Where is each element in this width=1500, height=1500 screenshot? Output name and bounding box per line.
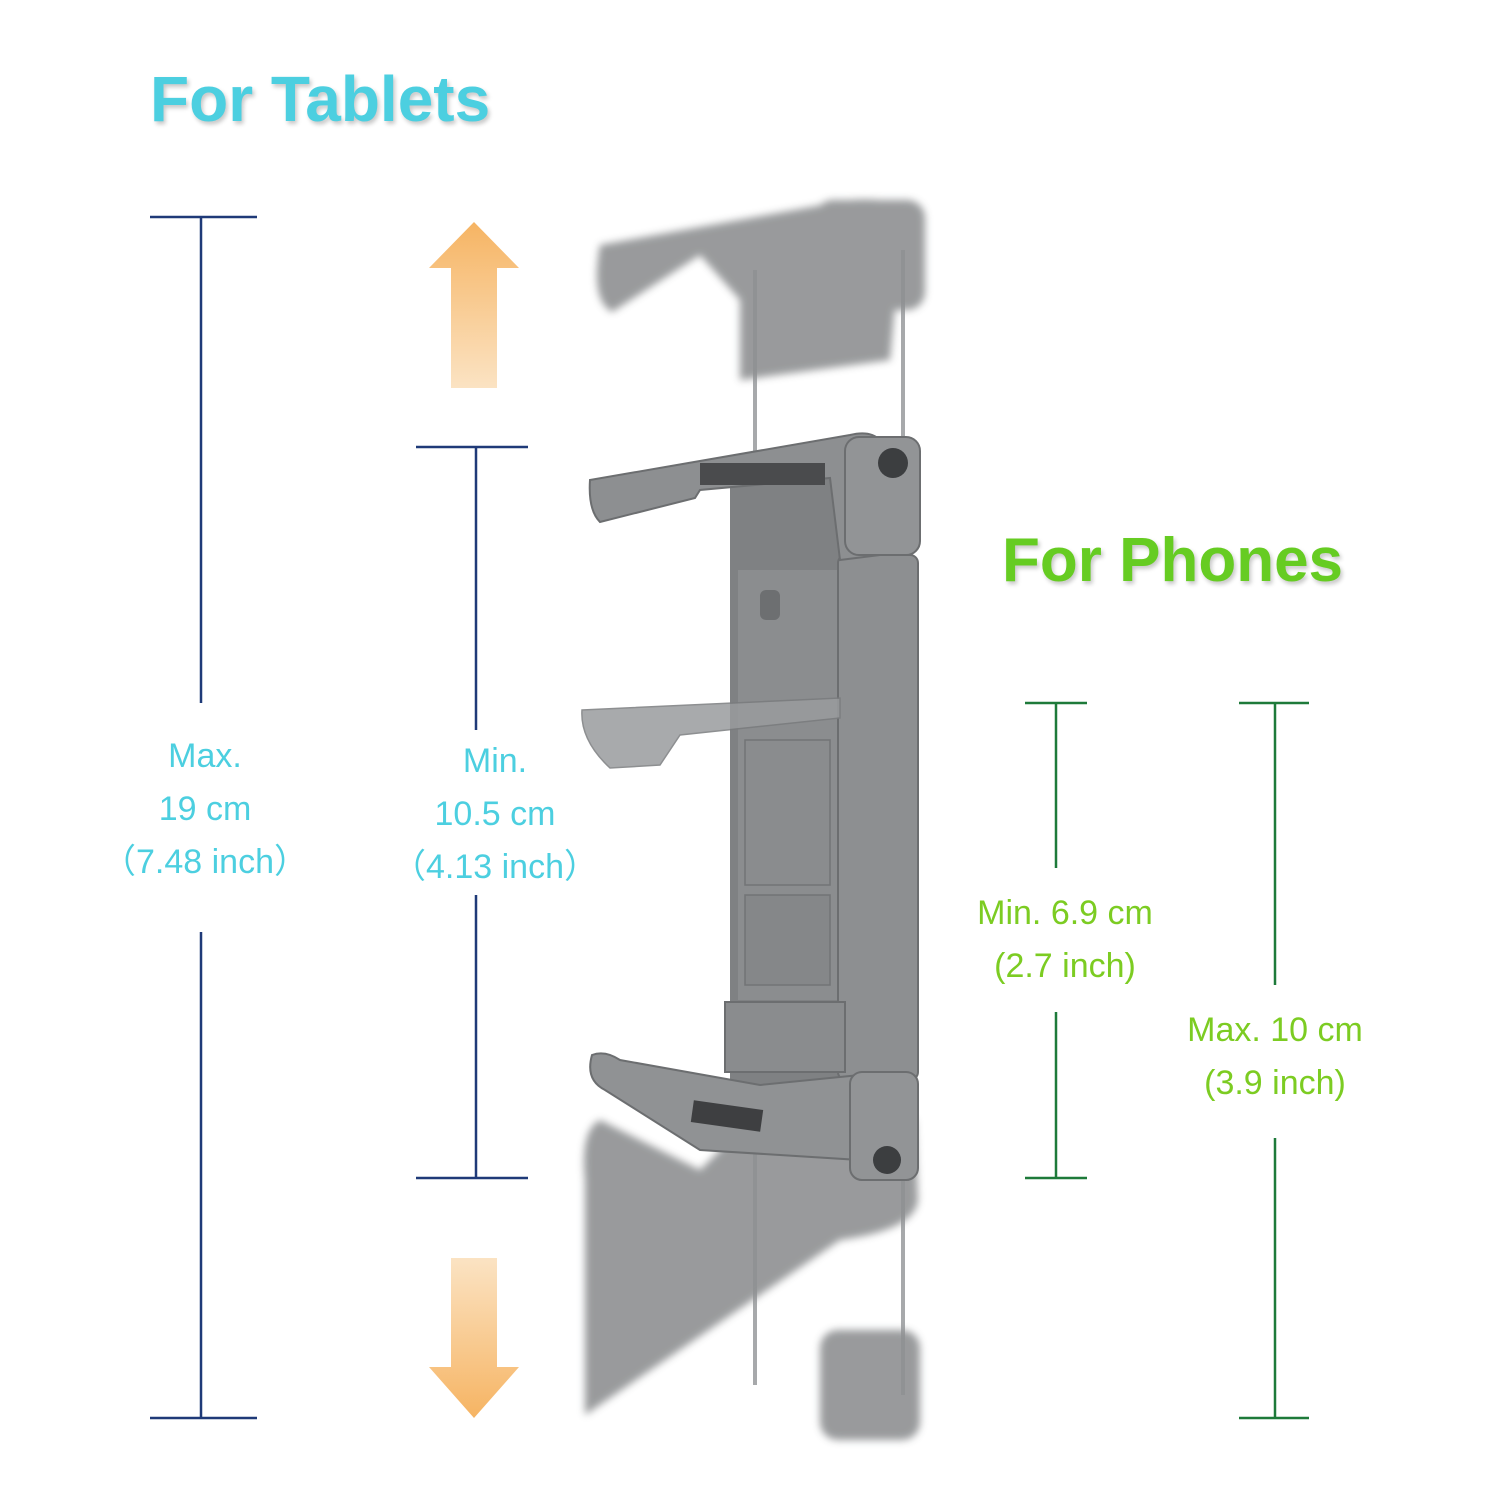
tablet-max-line3: （7.48 inch） bbox=[102, 843, 308, 881]
phone-max-dimension-line bbox=[1239, 701, 1309, 1420]
phones-heading: For Phones bbox=[1002, 526, 1344, 595]
phone-min-line2: (2.7 inch) bbox=[994, 947, 1136, 985]
tablet-max-dimension-line bbox=[150, 215, 257, 1420]
phone-holder-body bbox=[581, 432, 921, 1181]
arrow-up-icon bbox=[429, 222, 519, 388]
tablet-min-label: Min. 10.5 cm （4.13 inch） bbox=[370, 735, 620, 894]
tablet-min-line3: （4.13 inch） bbox=[392, 848, 598, 886]
tablets-heading: For Tablets bbox=[150, 63, 491, 135]
tablet-max-line1: Max. bbox=[168, 737, 242, 775]
phone-max-line1: Max. 10 cm bbox=[1187, 1011, 1363, 1049]
phone-max-label: Max. 10 cm (3.9 inch) bbox=[1140, 1004, 1410, 1110]
phone-min-dimension-line bbox=[1025, 701, 1087, 1180]
phone-min-label: Min. 6.9 cm (2.7 inch) bbox=[935, 887, 1195, 993]
tablet-max-label: Max. 19 cm （7.48 inch） bbox=[80, 730, 330, 889]
tablet-max-line2: 19 cm bbox=[158, 790, 252, 828]
tablet-min-line2: 10.5 cm bbox=[434, 795, 556, 833]
tablet-min-line1: Min. bbox=[462, 742, 528, 780]
extended-top-clamp bbox=[596, 199, 925, 380]
phone-max-line2: (3.9 inch) bbox=[1204, 1064, 1346, 1102]
arrow-down-icon bbox=[429, 1258, 519, 1418]
phone-min-line1: Min. 6.9 cm bbox=[977, 894, 1153, 932]
tablet-min-dimension-line bbox=[416, 445, 528, 1180]
